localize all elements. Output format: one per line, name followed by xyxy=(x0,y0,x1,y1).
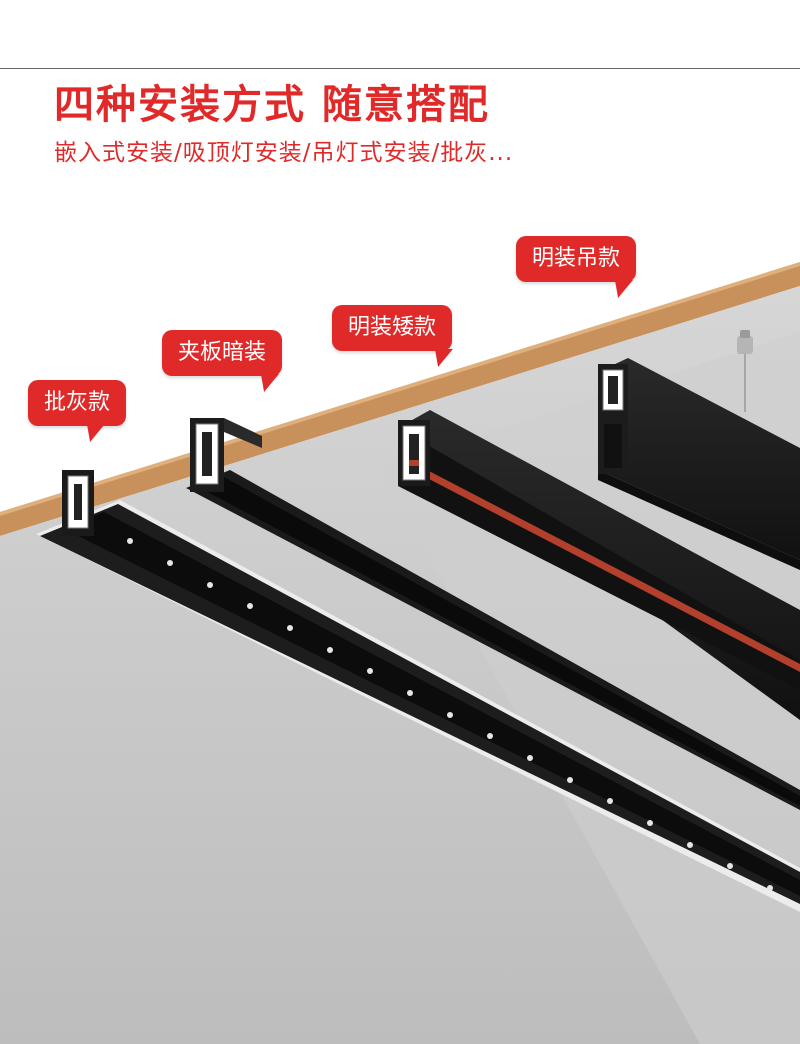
page-title: 四种安装方式 随意搭配 xyxy=(54,82,490,128)
label-plaster-in: 批灰款 xyxy=(28,380,127,442)
label-text: 夹板暗装 xyxy=(178,340,267,365)
label-text: 明装吊款 xyxy=(532,246,621,271)
label-surface-pendant: 明装吊款 xyxy=(516,236,637,298)
track-surface-pendant xyxy=(598,330,800,570)
label-surface-low: 明装矮款 xyxy=(332,305,453,367)
top-divider xyxy=(0,68,800,69)
page-subtitle: 嵌入式安装/吸顶灯安装/吊灯式安装/批灰... xyxy=(54,140,514,166)
track-plaster-in xyxy=(36,470,800,912)
label-plywood-concealed: 夹板暗装 xyxy=(162,330,283,392)
label-text: 批灰款 xyxy=(44,390,111,415)
label-text: 明装矮款 xyxy=(348,315,437,340)
track-plywood-concealed xyxy=(186,418,800,810)
track-surface-low xyxy=(398,410,800,720)
copper-strip xyxy=(404,458,800,672)
